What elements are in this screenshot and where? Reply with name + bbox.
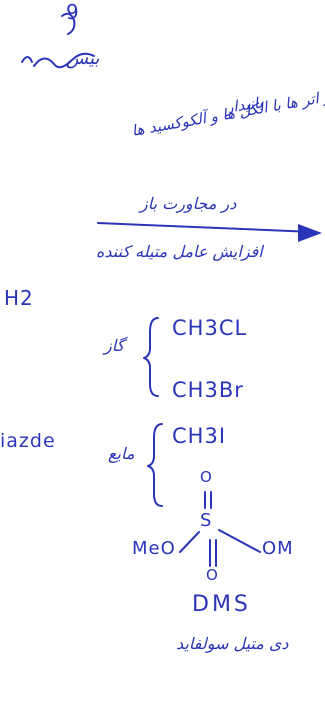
liquid-brace bbox=[147, 423, 163, 507]
reagent-ch3br: CH3Br bbox=[172, 378, 244, 402]
header-squiggle bbox=[33, 52, 95, 69]
reaction-arrow-head bbox=[298, 224, 322, 242]
liquid-label: مایع bbox=[108, 444, 135, 463]
gas-brace bbox=[143, 317, 159, 397]
dms-bond-right bbox=[218, 529, 261, 553]
dms-oxygen-bottom: O bbox=[206, 566, 219, 584]
left-word-fragment: iazde bbox=[0, 430, 56, 452]
dms-methoxy-right: OM bbox=[262, 538, 294, 559]
reagent-ch3i: CH3I bbox=[172, 424, 227, 448]
gas-label: گاز bbox=[104, 336, 125, 355]
top-number: 9 bbox=[66, 0, 80, 24]
reagent-ch3cl: CH3CL bbox=[172, 316, 248, 340]
reaction-arrow-line bbox=[97, 222, 315, 233]
dms-methoxy-left: MeO bbox=[132, 538, 176, 559]
below-arrow-text: افزایش عامل متیله کننده bbox=[96, 242, 263, 261]
dms-bond-left bbox=[179, 531, 200, 553]
dms-sulfur: S bbox=[200, 510, 213, 531]
above-arrow-text: در مجاورت باز bbox=[140, 194, 237, 213]
left-header-flourish bbox=[21, 56, 33, 63]
header-word: بیس bbox=[66, 48, 100, 69]
dms-label: DMS bbox=[192, 592, 251, 617]
dms-oxygen-top: O bbox=[200, 468, 213, 486]
dms-name: دی متیل سولفاید bbox=[176, 634, 289, 653]
left-h2-fragment: H2 bbox=[4, 286, 34, 310]
top-squiggle bbox=[61, 12, 76, 35]
